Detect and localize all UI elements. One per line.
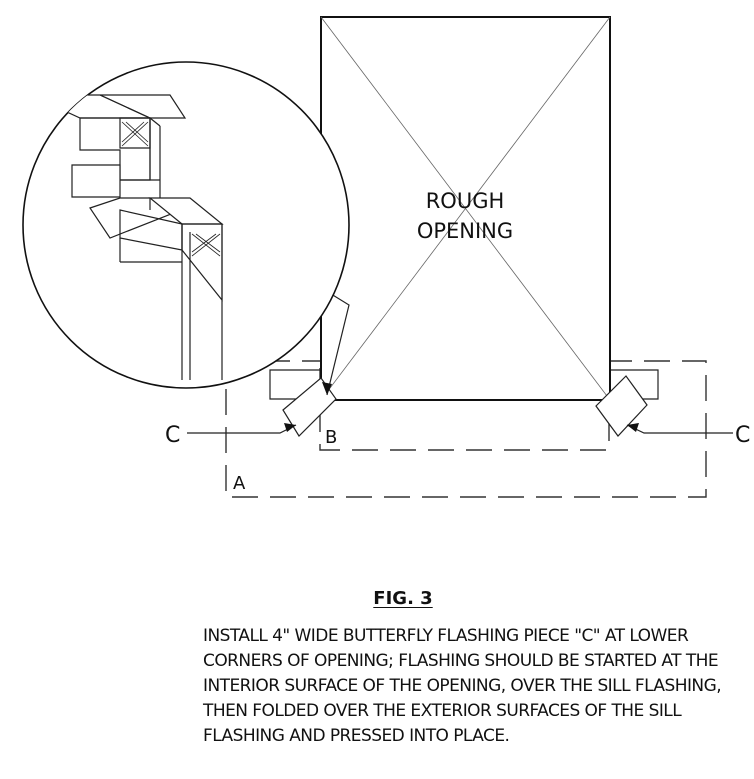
left-butterfly-flashing-c <box>282 377 337 437</box>
detail-circle <box>22 61 350 389</box>
left-c-leader <box>187 424 297 434</box>
opening-diagonal-2 <box>320 16 611 401</box>
figure-caption: INSTALL 4" WIDE BUTTERFLY FLASHING PIECE… <box>203 626 722 746</box>
figure-title-text: FIG. 3 <box>373 588 433 609</box>
left-c-arrowhead <box>284 423 296 432</box>
right-butterfly-flashing-c <box>595 375 648 437</box>
figure-title: FIG. 3 <box>0 588 754 609</box>
detail-leader-arrowhead <box>322 382 332 395</box>
flashing-c-label-left: C <box>165 423 180 448</box>
opening-label-line-2: OPENING <box>417 219 513 243</box>
flashing-c-label-right: C <box>735 423 750 448</box>
area-a-label: A <box>233 473 246 494</box>
right-c-arrowhead <box>627 423 639 432</box>
corner-b-label: B <box>325 427 337 448</box>
right-c-leader <box>626 424 733 434</box>
opening-label-line-1: ROUGH <box>426 189 505 213</box>
